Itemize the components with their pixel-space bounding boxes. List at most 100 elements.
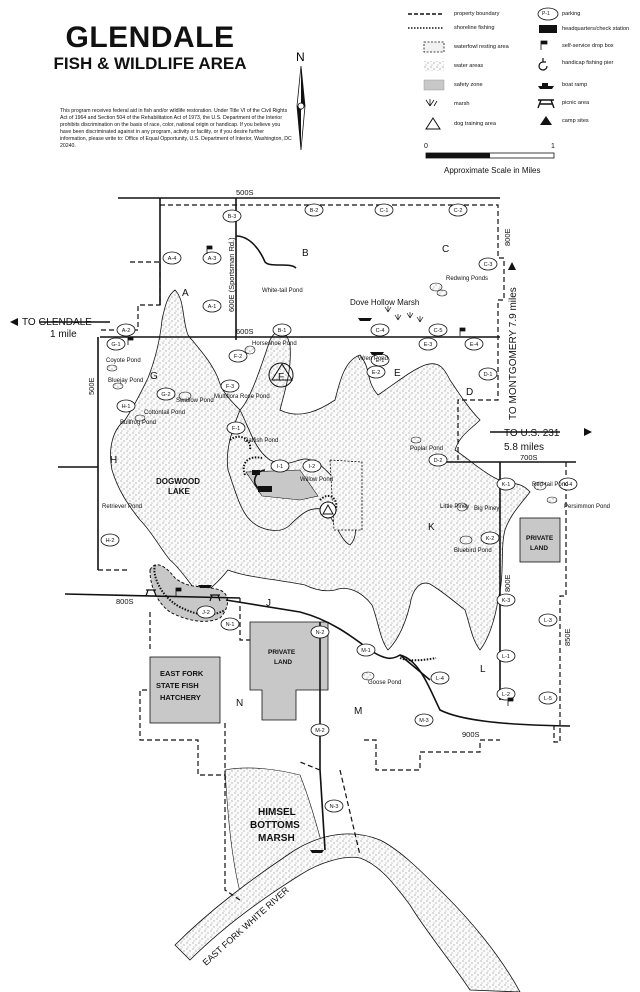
private-land-label: LAND — [274, 659, 292, 666]
road-label: 800S — [116, 597, 134, 606]
legend-label: shoreline fishing — [454, 25, 495, 31]
parking-marker — [222, 209, 242, 223]
lake-label: LAKE — [168, 487, 190, 496]
legend-label: marsh — [454, 101, 470, 107]
goose-pond — [361, 671, 375, 681]
drop-box-icon — [459, 327, 466, 336]
parking-marker — [100, 533, 120, 547]
parking-marker — [366, 365, 386, 379]
private-land-area — [519, 517, 561, 563]
parking-marker — [538, 691, 558, 705]
parking-label: M-2 — [315, 728, 324, 734]
road-label: 800E — [503, 574, 512, 592]
hatchery-label: EAST FORK — [160, 669, 204, 678]
parking-marker — [430, 671, 450, 685]
road-label: 800E — [503, 228, 512, 246]
parking-marker — [496, 477, 516, 491]
parking-label: F-1 — [232, 426, 240, 432]
poplar-pond — [410, 436, 422, 444]
parking-label: K-3 — [502, 598, 511, 604]
boat-ramp-icon — [310, 850, 324, 853]
shoreline-fishing — [229, 435, 252, 451]
legend-badge: P-1 — [542, 11, 550, 17]
svg-text:A: A — [182, 288, 189, 299]
svg-text:Catfish Pond: Catfish Pond — [244, 438, 278, 444]
svg-text:Poplar Pond: Poplar Pond — [410, 446, 443, 452]
legend-label: dog training area — [454, 121, 496, 127]
property-boundary — [224, 769, 361, 901]
scale-one: 1 — [551, 143, 555, 150]
parking-marker — [538, 613, 558, 627]
parking-label: L-5 — [544, 696, 552, 702]
lake-label: DOGWOOD — [156, 477, 200, 486]
road-himsel — [319, 769, 326, 851]
north-label: N — [296, 50, 305, 64]
road-label: 600E (Sportsman Rd.) — [227, 237, 236, 312]
water-areas-icon — [424, 61, 444, 71]
svg-text:B: B — [302, 248, 309, 259]
svg-text:Bullfrog Pond: Bullfrog Pond — [120, 420, 156, 426]
parking-label: B-3 — [228, 214, 237, 220]
cottontail-pond — [134, 414, 146, 422]
parking-marker — [324, 799, 344, 813]
boat-ramp-icon — [198, 585, 212, 588]
legend-label: safety zone — [454, 82, 483, 88]
drop-box-icon — [540, 40, 548, 50]
svg-text:Multiflora Rose Pond: Multiflora Rose Pond — [214, 394, 270, 400]
coyote-pond — [106, 364, 118, 372]
parking-marker — [370, 323, 390, 337]
parking-marker — [304, 203, 324, 217]
private-land-label: PRIVATE — [268, 649, 296, 656]
road-label: 500S — [236, 188, 254, 197]
parking-marker — [226, 421, 246, 435]
svg-text:Redwing Ponds: Redwing Ponds — [446, 276, 488, 282]
map-legend: property boundary shoreline fishing wate… — [400, 6, 636, 136]
scale-caption: Approximate Scale in Miles — [444, 166, 541, 175]
marsh-icon — [384, 306, 424, 323]
parking-label: C-1 — [380, 208, 389, 214]
parking-label: E-2 — [372, 370, 381, 376]
parking-marker — [496, 649, 516, 663]
parking-label: F-2 — [234, 354, 242, 360]
svg-text:C: C — [442, 244, 449, 255]
parking-label: L-3 — [544, 618, 552, 624]
roads — [40, 197, 576, 851]
map-title-block: GLENDALE FISH & WILDLIFE AREA — [30, 22, 270, 74]
svg-text:Cottontail Pond: Cottontail Pond — [144, 410, 185, 416]
drop-box-icon — [127, 336, 134, 345]
drop-box-icon — [206, 245, 213, 254]
svg-text:White-tail Pond: White-tail Pond — [262, 288, 303, 294]
parking-marker — [356, 643, 376, 657]
parking-marker — [220, 617, 240, 631]
property-boundary — [98, 261, 500, 771]
legend-symbols — [408, 7, 559, 130]
parking-label: F-3 — [226, 384, 234, 390]
road-label: 700S — [520, 453, 538, 462]
svg-text:Retriever Pond: Retriever Pond — [102, 504, 142, 510]
boat-ramp-icon — [358, 318, 372, 321]
parking-marker — [496, 593, 516, 607]
svg-text:Willow Pond: Willow Pond — [300, 477, 333, 483]
swallow-pond — [178, 391, 192, 401]
parking-label: L-2 — [502, 692, 510, 698]
parking-marker — [202, 299, 222, 313]
scale-zero: 0 — [424, 143, 428, 150]
svg-text:G: G — [150, 371, 158, 382]
svg-text:N: N — [236, 698, 243, 709]
parking-marker — [302, 459, 322, 473]
svg-text:Coyote Pond: Coyote Pond — [106, 358, 141, 364]
legend-label: self-service drop box — [562, 43, 614, 49]
svg-text:H: H — [110, 455, 117, 466]
svg-text:E: E — [394, 368, 401, 379]
legend-label: picnic area — [562, 100, 590, 106]
parking-icon — [537, 7, 559, 21]
persimmon-pond — [546, 496, 558, 504]
camp-icon — [540, 116, 552, 125]
parking-marker — [428, 453, 448, 467]
hatchery-area — [149, 656, 221, 724]
direction-us231-distance: 5.8 miles — [504, 442, 544, 453]
shoreline-fishing — [399, 657, 437, 662]
parking-label: N-3 — [330, 804, 339, 810]
svg-text:Bluebird Pond: Bluebird Pond — [454, 548, 492, 554]
parking-label: L-1 — [502, 654, 510, 660]
